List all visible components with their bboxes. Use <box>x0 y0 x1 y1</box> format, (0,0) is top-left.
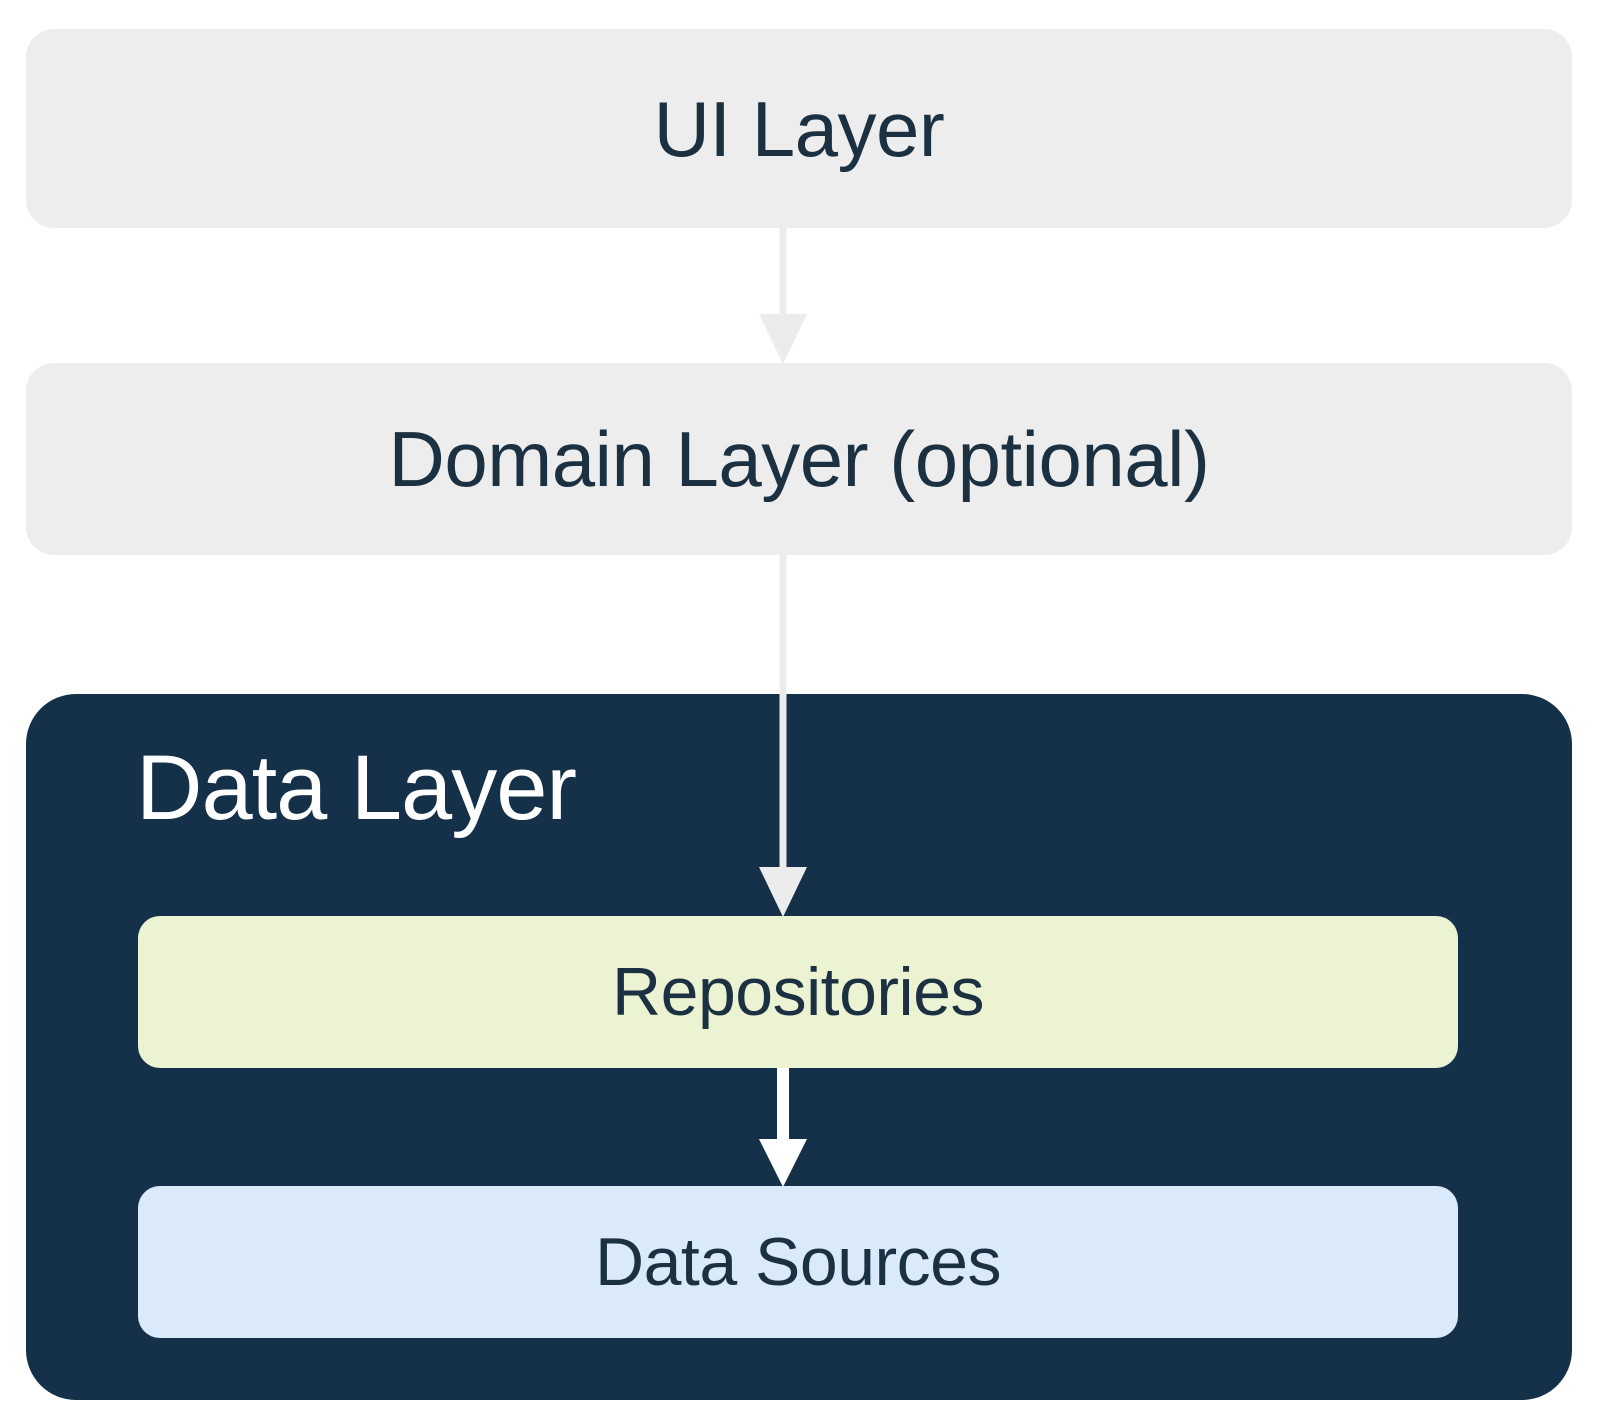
ui-layer-label: UI Layer <box>653 84 945 173</box>
domain-layer-box: Domain Layer (optional) <box>26 363 1572 555</box>
data-sources-box: Data Sources <box>138 1186 1458 1338</box>
data-sources-label: Data Sources <box>595 1224 1001 1300</box>
arrow-head <box>759 314 807 364</box>
data-layer-box: Repositories Data Sources <box>26 694 1572 1400</box>
ui-layer-box: UI Layer <box>26 29 1572 228</box>
repositories-label: Repositories <box>612 954 984 1030</box>
data-layer-label: Data Layer <box>136 737 577 839</box>
domain-layer-label: Domain Layer (optional) <box>388 415 1210 503</box>
repositories-box: Repositories <box>138 916 1458 1068</box>
arrow-shaft <box>779 228 787 316</box>
arrow-ui-to-domain-icon <box>759 228 807 364</box>
